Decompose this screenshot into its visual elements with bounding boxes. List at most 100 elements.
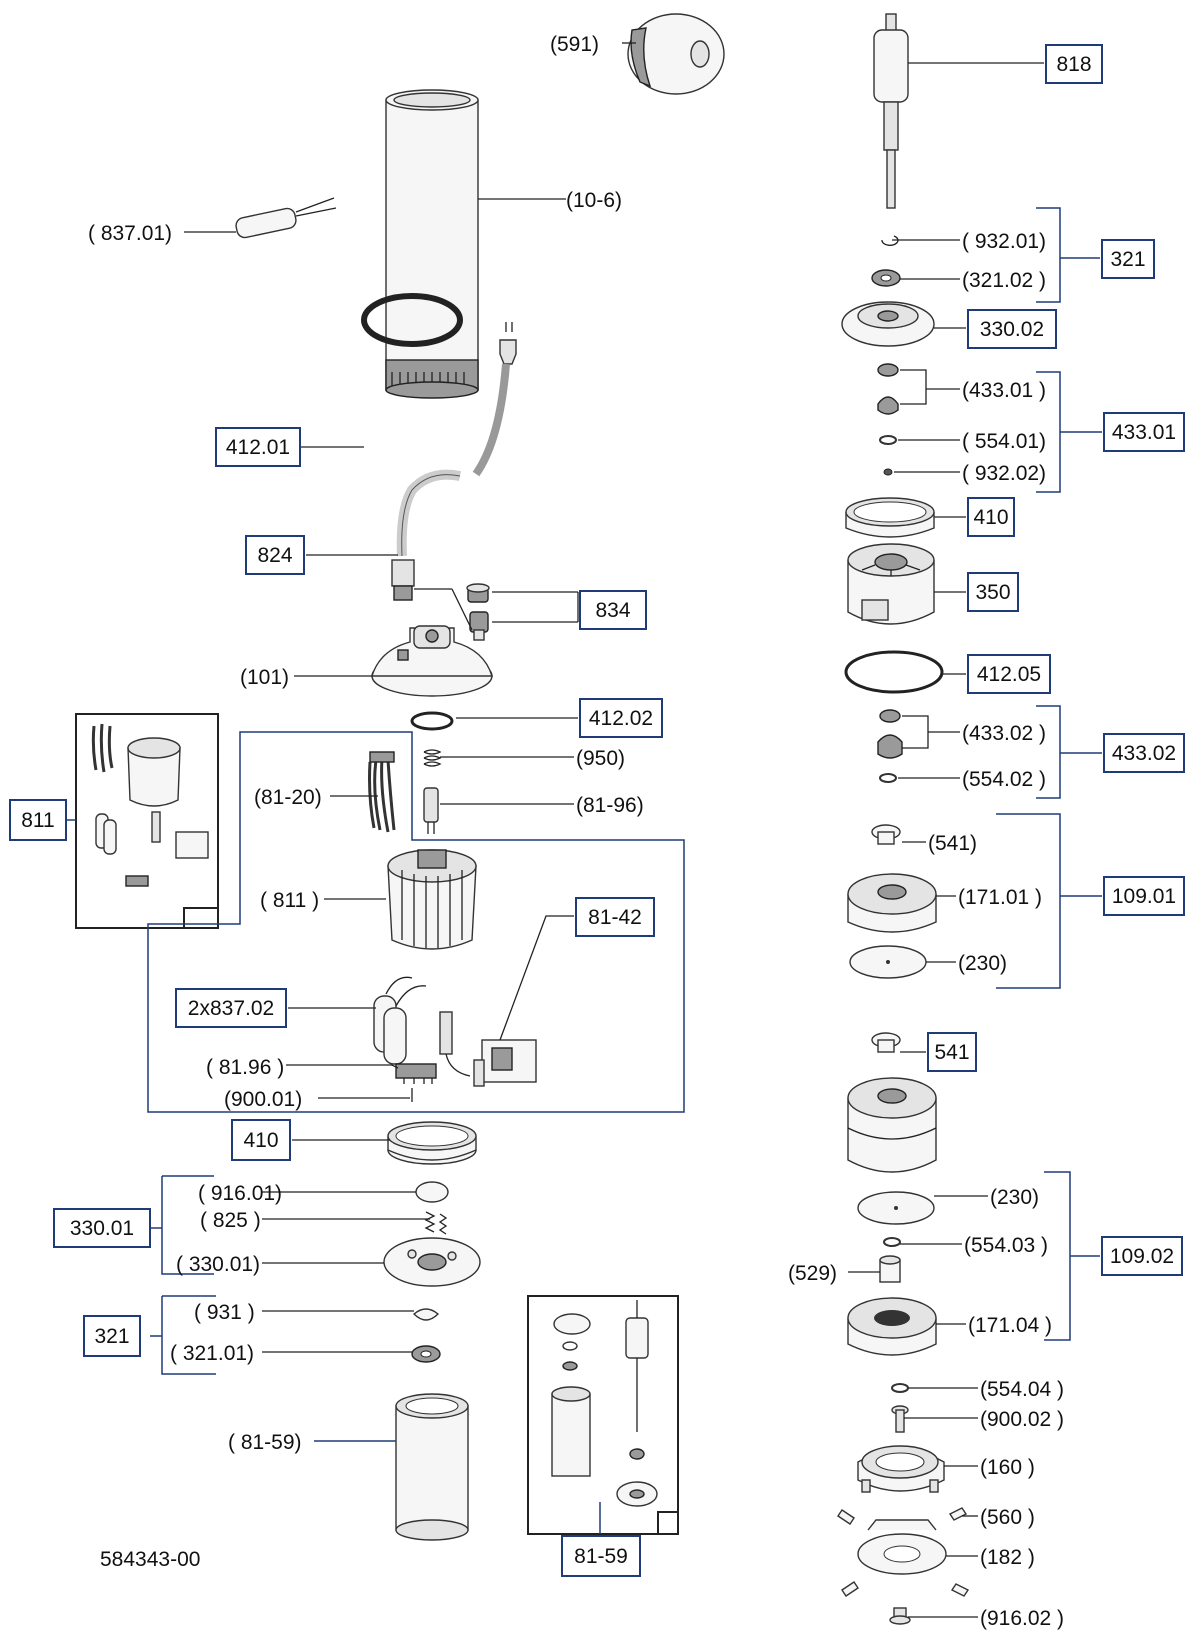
inset-81-59 <box>527 1295 679 1535</box>
part-label-932-01: ( 932.01) <box>962 230 1046 253</box>
part-label-171-04: (171.04 ) <box>968 1314 1052 1337</box>
label-412-02: 412.02 <box>589 707 653 730</box>
label-410-right: 410 <box>973 506 1008 529</box>
boxed-label-81-42: 81-42 <box>575 897 655 937</box>
spring-825 <box>424 1211 448 1235</box>
boxed-label-412-02: 412.02 <box>579 698 663 738</box>
part-label-932-02: ( 932.02) <box>962 462 1046 485</box>
label-2x837-02: 2x837.02 <box>188 997 274 1020</box>
part-label-554-01: ( 554.01) <box>962 430 1046 453</box>
plug-916-01 <box>415 1181 449 1203</box>
stacked-stage <box>847 1077 937 1173</box>
o-ring-412-02 <box>410 711 454 731</box>
boxed-label-321-bottom: 321 <box>83 1315 141 1357</box>
capacitor-837-01 <box>235 197 337 239</box>
boxed-label-412-05: 412.05 <box>967 654 1051 694</box>
boxed-label-350: 350 <box>967 572 1019 612</box>
part-label-171-01: (171.01 ) <box>958 886 1042 909</box>
label-834: 834 <box>595 599 630 622</box>
part-label-101: (101) <box>240 666 289 689</box>
label-81-59: 81-59 <box>574 1545 628 1568</box>
part-label-81-20: (81-20) <box>254 786 322 809</box>
part-label-160: (160 ) <box>980 1456 1035 1479</box>
washer-554-01 <box>879 435 897 445</box>
part-label-81-96-block: ( 81.96 ) <box>206 1056 284 1079</box>
washer-554-04 <box>891 1383 909 1393</box>
label-350: 350 <box>975 581 1010 604</box>
boxed-label-433-01: 433.01 <box>1103 412 1185 452</box>
pins-560 <box>837 1507 970 1597</box>
stage-171-01 <box>847 873 937 933</box>
circlip-932-01 <box>881 235 899 246</box>
cylinder-81-59 <box>395 1393 469 1541</box>
seal-ring-433-02b <box>877 734 903 759</box>
label-109-01: 109.01 <box>1112 885 1176 908</box>
label-81-42: 81-42 <box>588 906 642 929</box>
boxed-label-81-59: 81-59 <box>561 1535 641 1577</box>
leader-lines <box>66 42 1102 1618</box>
part-label-529: (529) <box>788 1262 837 1285</box>
ring-410-right <box>845 497 935 538</box>
label-811: 811 <box>21 809 54 832</box>
label-541: 541 <box>934 1041 969 1064</box>
part-label-81-96: (81-96) <box>576 794 644 817</box>
bearing-321-01 <box>411 1345 441 1363</box>
inset-811 <box>75 713 219 929</box>
part-label-916-02: (916.02 ) <box>980 1607 1064 1630</box>
power-cable-plug <box>391 322 517 601</box>
washer-554-03 <box>883 1237 901 1247</box>
cable-gland-834 <box>466 583 490 641</box>
washer-554-02 <box>879 773 897 783</box>
part-label-541: (541) <box>928 832 977 855</box>
boxed-label-410-left: 410 <box>231 1119 291 1161</box>
group-frame-811 <box>147 731 685 1113</box>
part-label-900-02: (900.02 ) <box>980 1408 1064 1431</box>
part-label-230-lower: (230) <box>990 1186 1039 1209</box>
part-label-330-01: ( 330.01) <box>176 1253 260 1276</box>
boxed-label-109-01: 109.01 <box>1103 876 1185 916</box>
control-board-81-42 <box>439 1011 537 1087</box>
terminal-81-96 <box>423 787 439 834</box>
seal-ring-433-02a <box>879 709 901 723</box>
label-433-01: 433.01 <box>1112 421 1176 444</box>
boxed-label-834: 834 <box>579 590 647 630</box>
motor-insert-811 <box>387 849 477 950</box>
boxed-label-412-01: 412.01 <box>215 427 301 467</box>
part-label-81-59: ( 81-59) <box>228 1431 302 1454</box>
cover-160 <box>857 1445 945 1493</box>
part-label-433-02: (433.02 ) <box>962 722 1046 745</box>
rotor-shaft-818 <box>873 13 909 209</box>
part-label-554-04: (554.04 ) <box>980 1378 1064 1401</box>
label-330-02: 330.02 <box>980 318 1044 341</box>
label-412-05: 412.05 <box>977 663 1041 686</box>
label-321-top: 321 <box>1110 248 1145 271</box>
part-label-560: (560 ) <box>980 1506 1035 1529</box>
part-label-916-01: ( 916.01) <box>198 1182 282 1205</box>
label-321-bottom: 321 <box>94 1325 129 1348</box>
lock-washer-931 <box>412 1308 440 1321</box>
boxed-label-541: 541 <box>927 1032 977 1072</box>
label-330-01: 330.01 <box>70 1217 134 1240</box>
bearing-cover-330-01 <box>383 1237 481 1287</box>
part-label-825: ( 825 ) <box>200 1209 261 1232</box>
bearing-cover-330-02 <box>841 301 935 347</box>
boxed-label-410-right: 410 <box>967 497 1015 537</box>
o-ring-412-01 <box>361 293 463 347</box>
label-412-01: 412.01 <box>226 436 290 459</box>
strainer-182 <box>857 1519 947 1575</box>
part-label-931: ( 931 ) <box>194 1301 255 1324</box>
part-label-811: ( 811 ) <box>260 889 319 912</box>
boxed-label-330-01: 330.01 <box>53 1208 151 1248</box>
screw-900-02 <box>891 1405 909 1433</box>
part-label-230-upper: (230) <box>958 952 1007 975</box>
part-label-554-02: (554.02 ) <box>962 768 1046 791</box>
boxed-label-818: 818 <box>1045 44 1103 84</box>
boxed-label-321-top: 321 <box>1101 239 1155 279</box>
boxed-label-824: 824 <box>245 535 305 575</box>
label-824: 824 <box>257 544 292 567</box>
label-433-02: 433.02 <box>1112 742 1176 765</box>
ring-410-left <box>387 1121 477 1165</box>
seal-ring-433-01b <box>877 396 899 415</box>
float-ball-591 <box>627 13 725 95</box>
